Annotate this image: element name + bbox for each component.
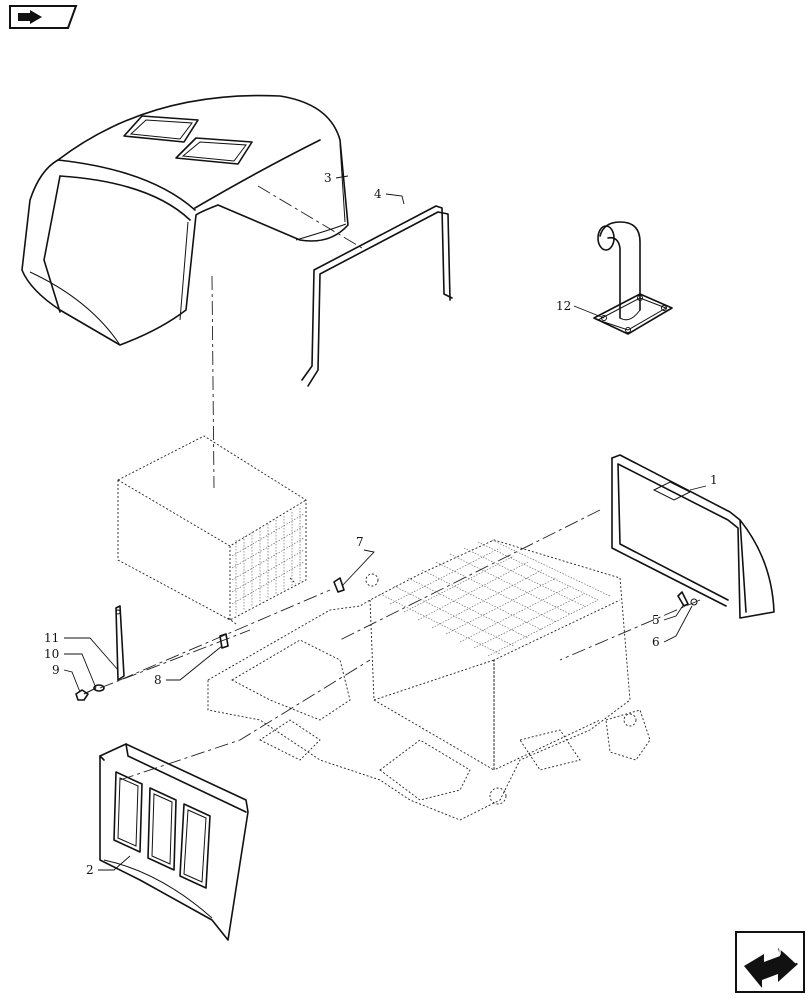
callout-12: 12	[556, 299, 571, 313]
callout-3: 3	[324, 171, 332, 185]
hood-part	[21, 94, 349, 346]
exhaust-stack-part	[593, 221, 673, 335]
callout-2: 2	[86, 863, 94, 877]
next-page-button[interactable]	[734, 930, 806, 994]
chassis-phantom	[207, 539, 651, 821]
previous-page-button[interactable]	[6, 4, 78, 30]
seal-strip-part	[301, 205, 453, 387]
leader-lines	[63, 175, 707, 871]
callout-6: 6	[652, 635, 660, 649]
radiator-core-part	[117, 435, 307, 621]
callout-8: 8	[154, 673, 162, 687]
arrow-previous-icon	[9, 5, 78, 29]
callout-5: 5	[652, 613, 660, 627]
hardware-parts	[75, 577, 698, 701]
callout-labels: 1 2 3 4 5 6 7 8 9 10 11 12	[44, 171, 718, 877]
arrow-next-icon	[735, 931, 805, 993]
assembly-centerlines	[99, 185, 701, 781]
callout-1: 1	[710, 473, 718, 487]
callout-11: 11	[44, 631, 59, 645]
callout-10: 10	[44, 647, 59, 661]
front-grille-part	[99, 743, 249, 941]
callout-9: 9	[52, 663, 60, 677]
callout-4: 4	[374, 187, 382, 201]
callout-7: 7	[356, 535, 364, 549]
side-panel-part	[611, 454, 775, 619]
